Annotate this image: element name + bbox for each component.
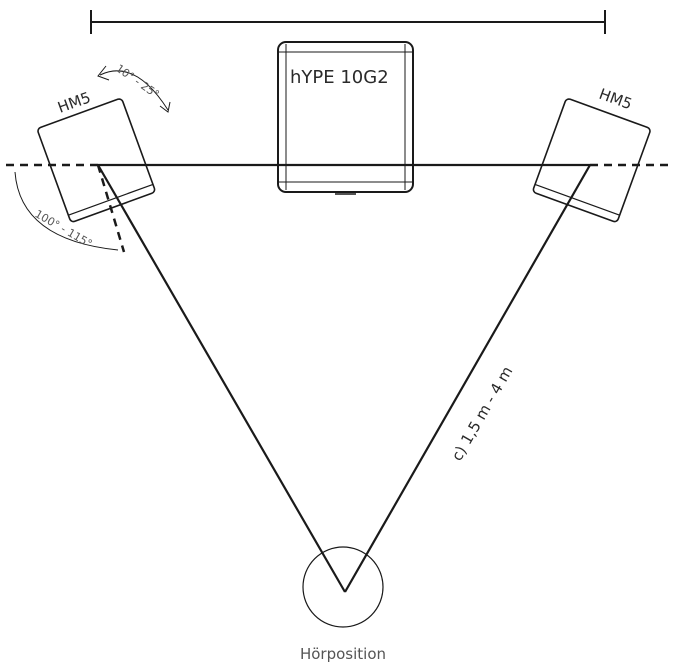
speaker-right-label: HM5 — [597, 85, 635, 113]
speaker-left-label: HM5 — [55, 88, 93, 116]
stereo-triangle — [97, 164, 591, 593]
subwoofer-cabinet — [277, 41, 414, 195]
listening-position-label: Hörposition — [300, 645, 386, 663]
speaker-right-cabinet — [532, 98, 651, 223]
toe-in-axis-dashed — [96, 164, 126, 253]
subwoofer-label: hYPE 10G2 — [290, 67, 389, 88]
toe-in-angle-label: 10° - 25° — [113, 62, 161, 101]
side-angle-arc — [14, 171, 119, 251]
side-angle-label: 100° - 115° — [33, 207, 95, 250]
width-dimension-bar — [90, 10, 606, 34]
listening-position-circle — [302, 546, 384, 628]
speaker-left-cabinet — [37, 98, 156, 223]
distance-label: c) 1,5 m - 4 m — [448, 363, 517, 464]
toe-in-arrow — [97, 65, 171, 113]
